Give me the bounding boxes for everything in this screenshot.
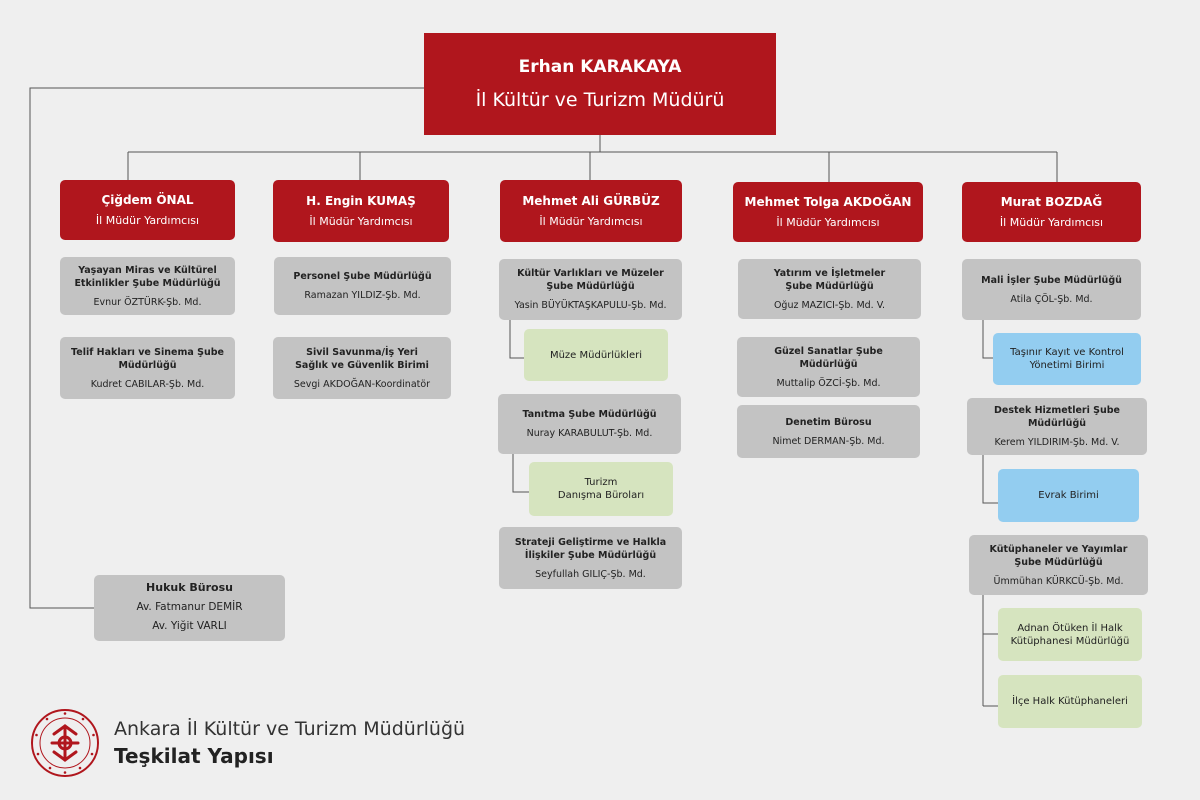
branch-box: Yatırım ve İşletmeler Şube Müdürlüğü Oğu… bbox=[738, 259, 921, 319]
branch-head: Nuray KARABULUT-Şb. Md. bbox=[526, 428, 653, 439]
deputy-name: Murat BOZDAĞ bbox=[1000, 195, 1103, 209]
unit-box: Müze Müdürlükleri bbox=[524, 329, 668, 381]
deputy-name: H. Engin KUMAŞ bbox=[306, 194, 416, 208]
branch-box: Destek Hizmetleri Şube Müdürlüğü Kerem Y… bbox=[967, 398, 1147, 455]
branch-box: Strateji Geliştirme ve Halkla İlişkiler … bbox=[499, 527, 682, 589]
branch-head: Muttalip ÖZCİ-Şb. Md. bbox=[776, 377, 881, 389]
footer-text: Ankara İl Kültür ve Turizm Müdürlüğü Teş… bbox=[114, 718, 465, 768]
branch-head: Ümmühan KÜRKCÜ-Şb. Md. bbox=[993, 575, 1124, 587]
branch-box: Denetim Bürosu Nimet DERMAN-Şb. Md. bbox=[737, 405, 920, 458]
branch-head: Evnur ÖZTÜRK-Şb. Md. bbox=[93, 296, 202, 308]
branch-name: Telif Hakları ve Sinema Şube Müdürlüğü bbox=[71, 346, 224, 371]
branch-box: Sivil Savunma/İş Yeri Sağlık ve Güvenlik… bbox=[273, 337, 451, 399]
branch-name: Kütüphaneler ve Yayımlar Şube Müdürlüğü bbox=[989, 543, 1128, 568]
branch-head: Sevgi AKDOĞAN-Koordinatör bbox=[293, 378, 431, 390]
branch-head: Seyfullah GILIÇ-Şb. Md. bbox=[535, 568, 646, 580]
branch-head: Yasin BÜYÜKTAŞKAPULU-Şb. Md. bbox=[514, 300, 667, 311]
deputy-name: Mehmet Ali GÜRBÜZ bbox=[522, 194, 660, 208]
branch-name: Personel Şube Müdürlüğü bbox=[293, 271, 432, 282]
unit-box: İlçe Halk Kütüphaneleri bbox=[998, 675, 1142, 728]
deputy-title: İl Müdür Yardımcısı bbox=[539, 215, 643, 228]
branch-name: Güzel Sanatlar Şube Müdürlüğü bbox=[774, 345, 883, 370]
legal-member: Av. Yiğit VARLI bbox=[152, 619, 227, 632]
branch-box: Tanıtma Şube Müdürlüğü Nuray KARABULUT-Ş… bbox=[498, 394, 681, 454]
director-box: Erhan KARAKAYA İl Kültür ve Turizm Müdür… bbox=[424, 33, 776, 135]
deputy-title: İl Müdür Yardımcısı bbox=[309, 215, 413, 228]
unit-box: Turizm Danışma Büroları bbox=[529, 462, 673, 516]
branch-name: Strateji Geliştirme ve Halkla İlişkiler … bbox=[514, 536, 667, 561]
deputy-title: İl Müdür Yardımcısı bbox=[776, 216, 880, 229]
branch-head: Oğuz MAZICI-Şb. Md. V. bbox=[773, 299, 886, 311]
deputy-title: İl Müdür Yardımcısı bbox=[999, 216, 1104, 229]
deputy-name: Çiğdem ÖNAL bbox=[101, 193, 194, 207]
legal-member: Av. Fatmanur DEMİR bbox=[136, 600, 243, 613]
organization-name: Ankara İl Kültür ve Turizm Müdürlüğü bbox=[114, 718, 466, 740]
branch-name: Denetim Bürosu bbox=[785, 416, 872, 428]
unit-box: Adnan Ötüken İl Halk Kütüphanesi Müdürlü… bbox=[998, 608, 1142, 661]
deputy-box: Murat BOZDAĞ İl Müdür Yardımcısı bbox=[962, 182, 1141, 242]
branch-head: Ramazan YILDIZ-Şb. Md. bbox=[304, 290, 421, 301]
deputy-box: Mehmet Ali GÜRBÜZ İl Müdür Yardımcısı bbox=[500, 180, 682, 242]
branch-box: Telif Hakları ve Sinema Şube Müdürlüğü K… bbox=[60, 337, 235, 399]
branch-name: Yatırım ve İşletmeler Şube Müdürlüğü bbox=[773, 267, 886, 292]
deputy-box: Çiğdem ÖNAL İl Müdür Yardımcısı bbox=[60, 180, 235, 240]
unit-box: Evrak Birimi bbox=[998, 469, 1139, 522]
ministry-seal-icon bbox=[31, 709, 99, 777]
branch-head: Atila ÇÖL-Şb. Md. bbox=[1010, 293, 1093, 305]
branch-name: Destek Hizmetleri Şube Müdürlüğü bbox=[993, 405, 1120, 429]
deputy-title: İl Müdür Yardımcısı bbox=[95, 214, 200, 227]
branch-name: Kültür Varlıkları ve Müzeler Şube Müdürl… bbox=[517, 268, 664, 292]
branch-name: Mali İşler Şube Müdürlüğü bbox=[981, 274, 1122, 286]
branch-name: Tanıtma Şube Müdürlüğü bbox=[522, 409, 657, 420]
branch-head: Kudret CABILAR-Şb. Md. bbox=[90, 378, 205, 390]
deputy-box: Mehmet Tolga AKDOĞAN İl Müdür Yardımcısı bbox=[733, 182, 923, 242]
branch-box: Kütüphaneler ve Yayımlar Şube Müdürlüğü … bbox=[969, 535, 1148, 595]
page-subtitle: Teşkilat Yapısı bbox=[114, 744, 274, 768]
branch-box: Kültür Varlıkları ve Müzeler Şube Müdürl… bbox=[499, 259, 682, 320]
director-title: İl Kültür ve Turizm Müdürü bbox=[475, 89, 725, 111]
branch-name: Yaşayan Miras ve Kültürel Etkinlikler Şu… bbox=[74, 264, 221, 289]
branch-box: Güzel Sanatlar Şube Müdürlüğü Muttalip Ö… bbox=[737, 337, 920, 397]
branch-head: Kerem YILDIRIM-Şb. Md. V. bbox=[994, 437, 1120, 448]
branch-head: Nimet DERMAN-Şb. Md. bbox=[772, 435, 885, 447]
deputy-name: Mehmet Tolga AKDOĞAN bbox=[744, 195, 912, 209]
unit-box: Taşınır Kayıt ve Kontrol Yönetimi Birimi bbox=[993, 333, 1141, 385]
deputy-box: H. Engin KUMAŞ İl Müdür Yardımcısı bbox=[273, 180, 449, 242]
branch-box: Personel Şube Müdürlüğü Ramazan YILDIZ-Ş… bbox=[274, 257, 451, 315]
legal-office-name: Hukuk Bürosu bbox=[146, 580, 233, 594]
legal-office-box: Hukuk Bürosu Av. Fatmanur DEMİR Av. Yiği… bbox=[94, 575, 285, 641]
director-name: Erhan KARAKAYA bbox=[518, 57, 682, 77]
branch-box: Mali İşler Şube Müdürlüğü Atila ÇÖL-Şb. … bbox=[962, 259, 1141, 320]
branch-name: Sivil Savunma/İş Yeri Sağlık ve Güvenlik… bbox=[295, 346, 429, 371]
branch-box: Yaşayan Miras ve Kültürel Etkinlikler Şu… bbox=[60, 257, 235, 315]
